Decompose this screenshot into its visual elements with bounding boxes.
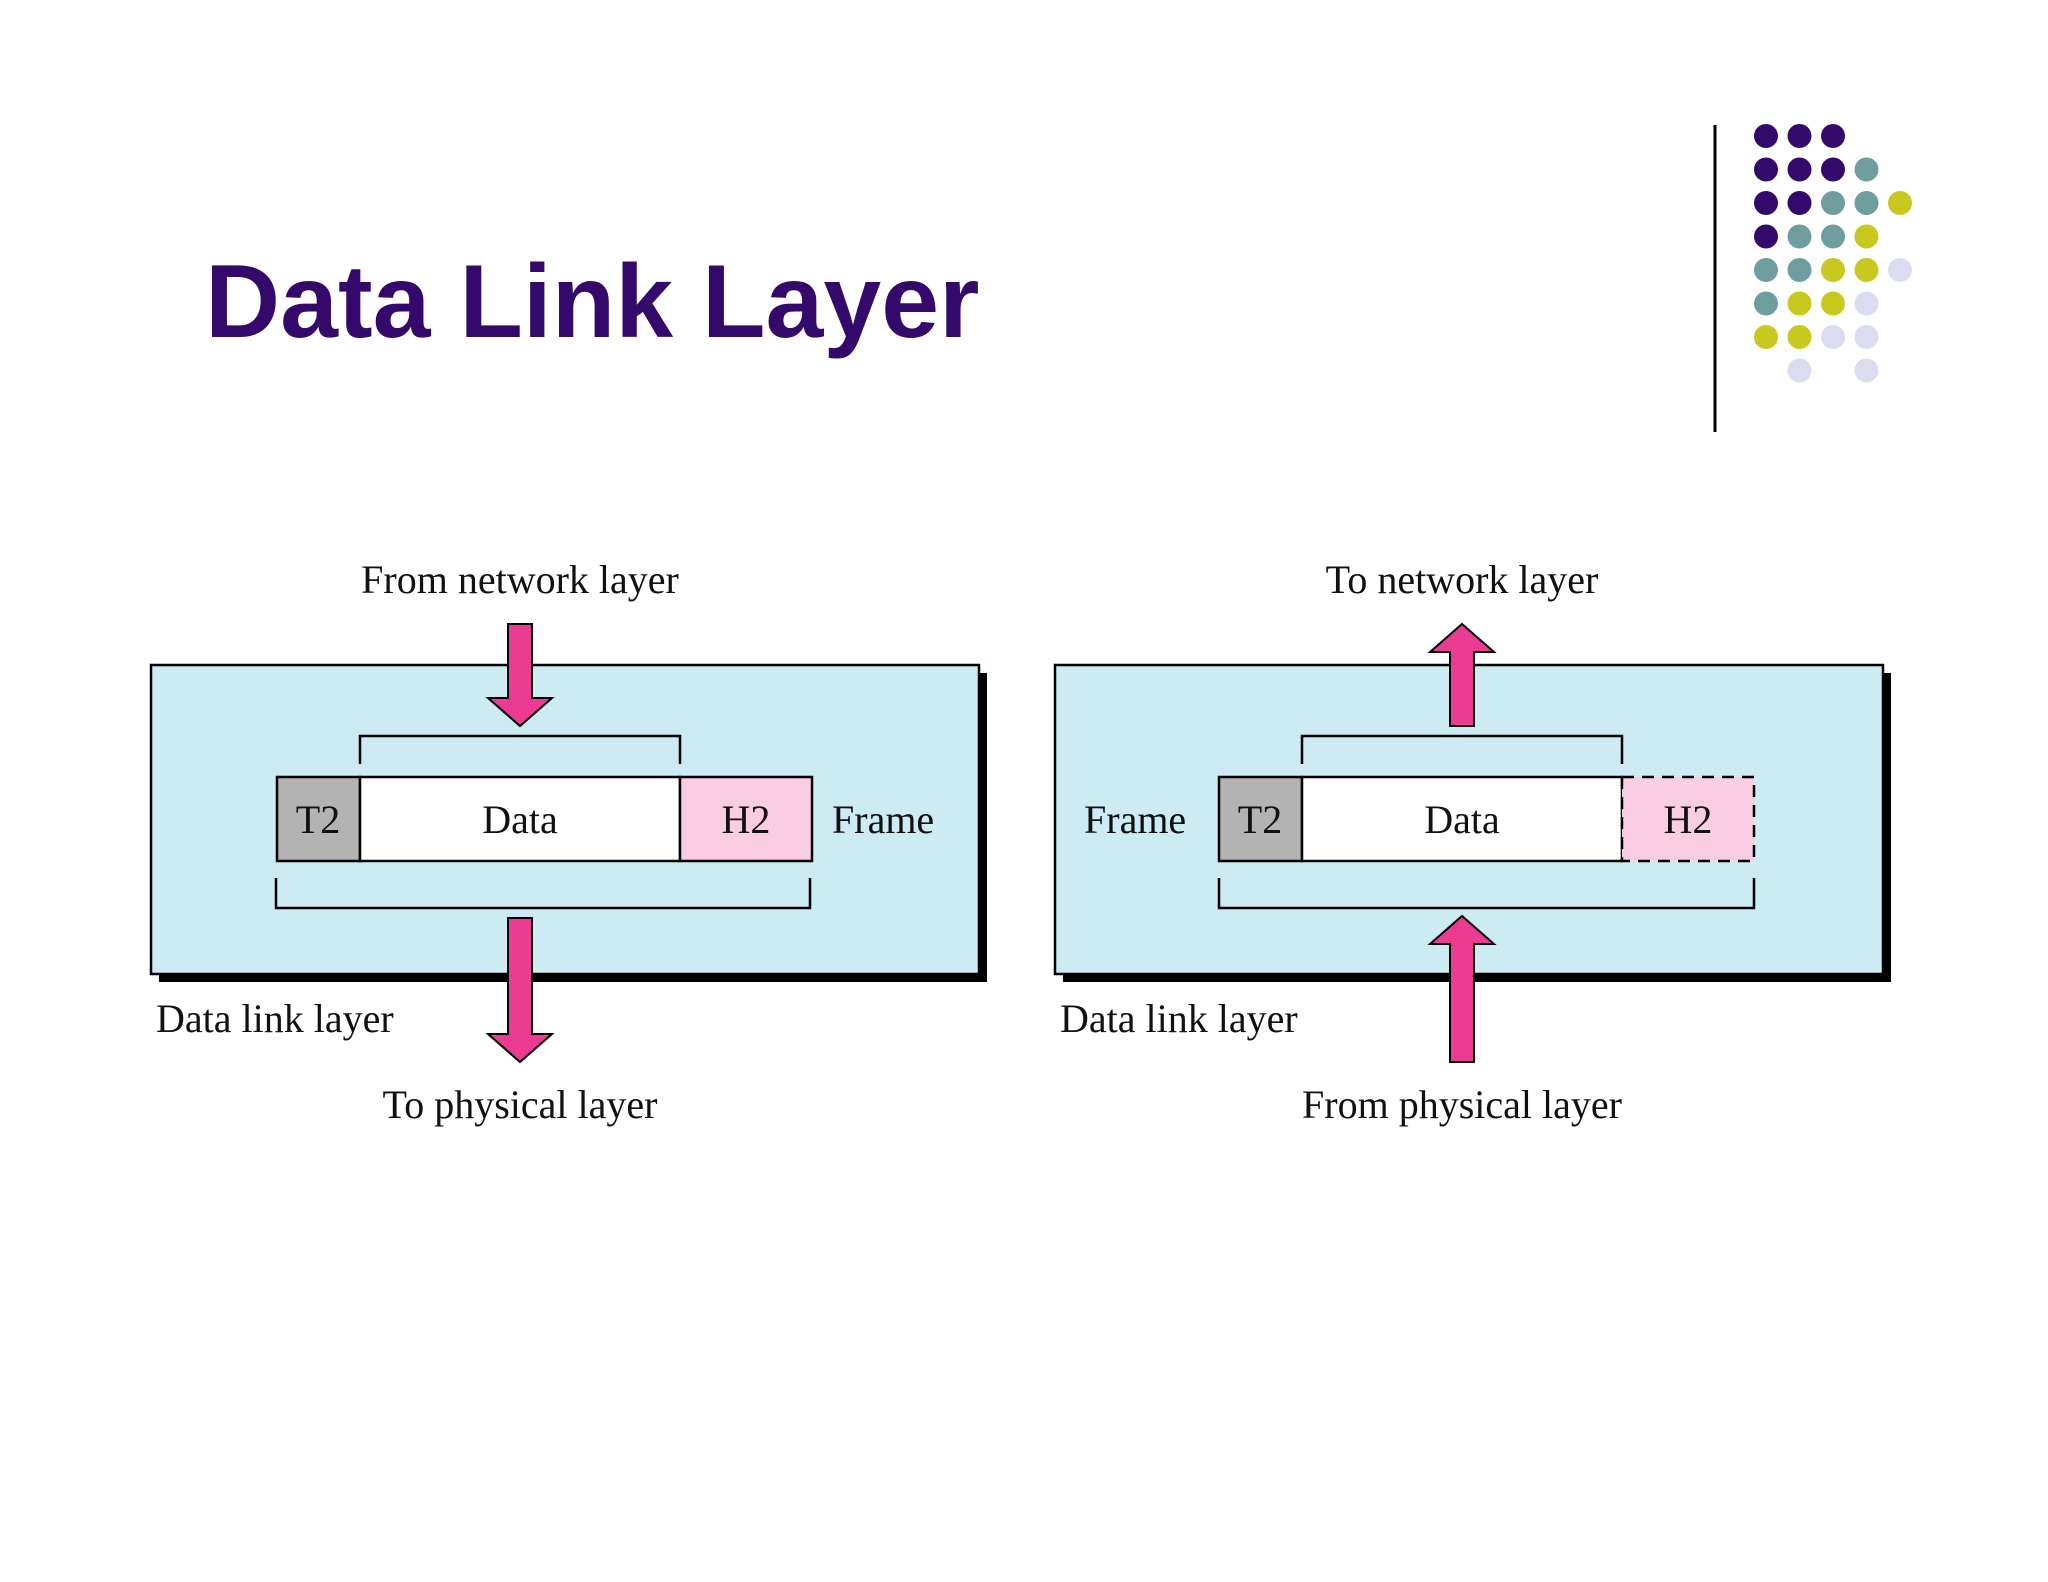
sender-header-label: H2 xyxy=(722,797,771,842)
decorative-dot xyxy=(1787,124,1812,148)
decorative-dot xyxy=(1821,124,1845,148)
decorative-dot xyxy=(1854,258,1879,282)
sender-data-bracket xyxy=(358,734,682,764)
receiver-data-bracket xyxy=(1300,734,1624,764)
decorative-dot xyxy=(1821,291,1845,316)
sender-data-label: Data xyxy=(482,797,558,842)
decorative-dot xyxy=(1821,258,1845,282)
sender-top-label: From network layer xyxy=(361,557,679,602)
receiver-data-box xyxy=(1300,775,1624,863)
decorative-dot xyxy=(1754,191,1778,215)
receiver-layer-label: Data link layer xyxy=(1060,996,1298,1041)
receiver-data-label: Data xyxy=(1424,797,1500,842)
decorative-dot xyxy=(1787,258,1812,282)
decorative-dot xyxy=(1854,157,1879,182)
up-arrow-icon xyxy=(1427,622,1497,727)
sender-bottom-label: To physical layer xyxy=(383,1082,658,1127)
decorative-dot xyxy=(1821,157,1845,182)
receiver-header-label: H2 xyxy=(1664,797,1713,842)
sender-trailer-label: T2 xyxy=(296,797,340,842)
receiver-top-label: To network layer xyxy=(1326,557,1599,602)
decorative-dot xyxy=(1787,224,1812,249)
sender-trailer-box xyxy=(275,775,362,863)
page-title: Data Link Layer xyxy=(205,244,980,360)
decorative-dot xyxy=(1854,224,1879,249)
sender-diagram: From network layer T2 Data H2 Frame Data… xyxy=(149,557,987,1127)
up-arrow-icon xyxy=(1427,914,1497,1063)
receiver-bottom-label: From physical layer xyxy=(1302,1082,1622,1127)
decorative-dot xyxy=(1854,291,1879,316)
decorative-dot xyxy=(1888,191,1912,215)
decorative-dot xyxy=(1754,325,1778,349)
sender-data-box xyxy=(358,775,682,863)
decorative-dot xyxy=(1787,191,1812,215)
decorative-dot xyxy=(1787,157,1812,182)
decorative-dot xyxy=(1854,325,1879,349)
decorative-dot xyxy=(1821,191,1845,215)
sender-header-box xyxy=(678,775,814,863)
receiver-frame-bracket xyxy=(1217,878,1756,910)
sender-frame-bracket xyxy=(274,878,812,910)
decorative-dot xyxy=(1787,325,1812,349)
sender-layer-label: Data link layer xyxy=(156,996,394,1041)
decorative-dot xyxy=(1854,191,1879,215)
receiver-header-box xyxy=(1620,775,1756,863)
down-arrow-icon xyxy=(485,623,555,728)
receiver-frame-label: Frame xyxy=(1084,797,1186,842)
decorative-dot xyxy=(1754,258,1778,282)
decorative-dot xyxy=(1787,291,1812,316)
decorative-dot xyxy=(1754,291,1778,316)
decorative-dot xyxy=(1854,358,1879,383)
decorative-dot xyxy=(1754,157,1778,182)
decorative-dot xyxy=(1821,224,1845,249)
decorative-dot xyxy=(1787,358,1812,383)
down-arrow-icon xyxy=(485,917,555,1064)
receiver-trailer-box xyxy=(1217,775,1304,863)
receiver-diagram: To network layer Frame T2 Data H2 Data l… xyxy=(1053,557,1891,1127)
decorative-dot xyxy=(1754,224,1778,249)
decorative-dot xyxy=(1888,258,1912,282)
receiver-trailer-label: T2 xyxy=(1238,797,1282,842)
decorative-dot xyxy=(1821,325,1845,349)
sender-frame-label: Frame xyxy=(832,797,934,842)
decorative-dot xyxy=(1754,124,1778,148)
